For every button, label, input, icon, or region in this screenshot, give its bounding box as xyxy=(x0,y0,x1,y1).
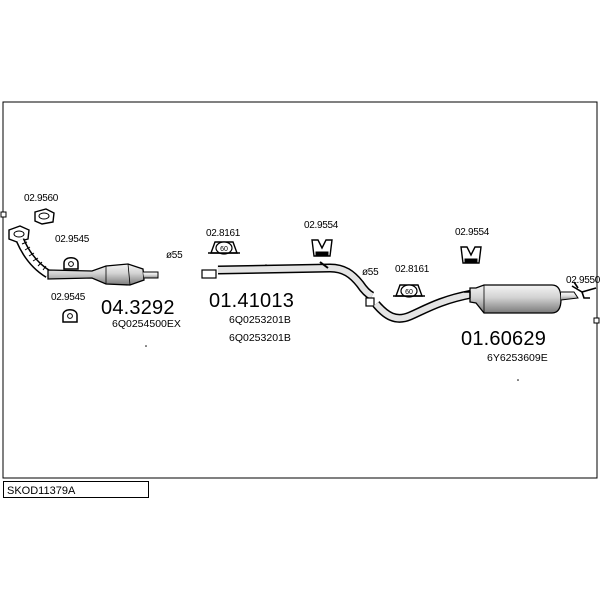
rubber-mount-part xyxy=(62,309,78,323)
part-ref-label: 02.9545 xyxy=(55,234,90,245)
part-ref-label: 02.9550 xyxy=(566,275,600,286)
part-ref-label: 02.9545 xyxy=(51,292,86,303)
marker-dot xyxy=(265,264,267,266)
marker-dot xyxy=(145,345,147,347)
front-pipe-flange xyxy=(8,225,30,243)
rear-silencer xyxy=(464,284,579,314)
hanger-part xyxy=(311,239,333,257)
part-number-label: 04.3292 xyxy=(101,297,175,319)
frame-marker-right xyxy=(593,317,600,324)
hanger-part xyxy=(460,246,482,264)
part-ref-label: 02.9554 xyxy=(304,220,339,231)
flex-pipe xyxy=(15,238,51,278)
part-number-label: 01.41013 xyxy=(209,290,295,312)
pipe-diameter-label: ø55 xyxy=(362,267,379,278)
oem-number-label: 6Q0253201B xyxy=(229,314,291,326)
clamp-part xyxy=(208,241,240,255)
middle-pipe xyxy=(201,261,375,301)
gasket-part xyxy=(34,208,55,225)
rubber-mount-part xyxy=(63,257,79,270)
drawing-frame xyxy=(2,101,598,479)
bracket-part xyxy=(571,281,597,299)
clamp-part xyxy=(393,284,425,298)
part-ref-label: 02.9560 xyxy=(24,193,59,204)
clamp-size-label: 60 xyxy=(405,289,413,296)
oem-number-label: 6Q0253201B xyxy=(229,332,291,344)
rear-pipe xyxy=(365,289,473,323)
part-number-label: 01.60629 xyxy=(461,328,547,350)
part-ref-label: 02.8161 xyxy=(395,264,430,275)
pipe-diameter-label: ø55 xyxy=(166,250,183,261)
diagram-code: SKOD11379A xyxy=(7,485,76,497)
part-ref-label: 02.8161 xyxy=(206,228,241,239)
frame-marker-left xyxy=(0,211,7,218)
oem-number-label: 6Y6253609E xyxy=(487,352,548,364)
clamp-size-label: 60 xyxy=(220,246,228,253)
marker-dot xyxy=(517,379,519,381)
catalytic-converter xyxy=(47,263,159,286)
oem-number-label: 6Q0254500EX xyxy=(112,318,181,330)
part-ref-label: 02.9554 xyxy=(455,227,490,238)
diagram-code-box: SKOD11379A xyxy=(3,481,149,498)
